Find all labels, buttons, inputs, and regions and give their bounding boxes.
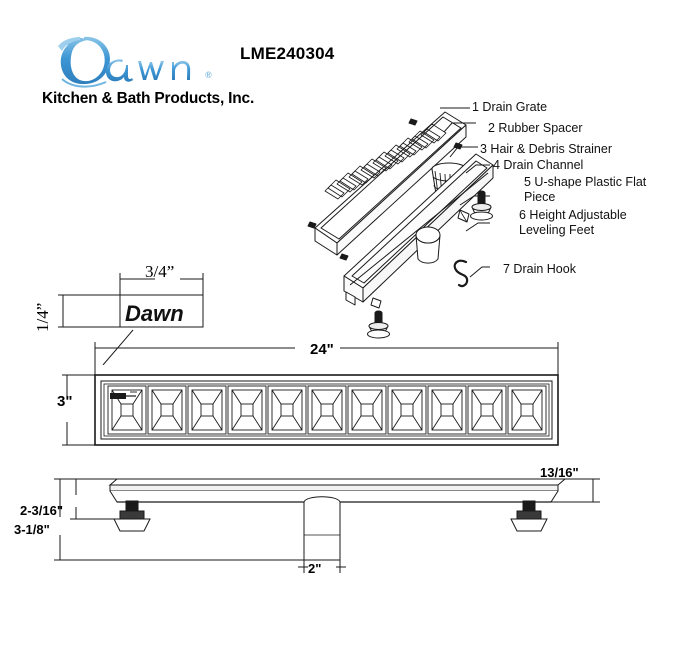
dimension-grate-thickness: 13/16" xyxy=(540,465,579,480)
dimension-overall-width: 3" xyxy=(57,393,73,410)
dimension-logo-height: 1/4” xyxy=(33,302,52,332)
iso-rubber-spacer xyxy=(307,118,463,261)
elevation-leveling-foot-right xyxy=(510,500,548,532)
engraving-detail-view: Dawn xyxy=(58,273,204,365)
iso-drain-hook xyxy=(453,259,469,288)
company-tagline: Kitchen & Bath Products, Inc. xyxy=(42,90,255,107)
elevation-leveling-foot-left xyxy=(113,500,151,532)
callout-label-7-drain-hook: 7 Drain Hook xyxy=(503,262,576,276)
callout-leader-lines xyxy=(440,107,490,278)
iso-leveling-foot-lower xyxy=(367,310,390,339)
callout-label-4-drain-channel: 4 Drain Channel xyxy=(493,158,584,172)
plan-view-drain-grate xyxy=(62,342,559,446)
dimension-overall-length: 24" xyxy=(310,341,334,358)
plan-view-logo-mark xyxy=(110,391,137,399)
registered-trademark-icon: ® xyxy=(205,70,212,80)
dimension-body-depth-total: 3-1/8" xyxy=(14,522,50,537)
dimension-outlet-diameter: 2" xyxy=(308,561,322,576)
callout-label-1-drain-grate: 1 Drain Grate xyxy=(472,100,548,114)
engraved-dawn-text: Dawn xyxy=(125,301,184,326)
iso-leveling-foot-upper xyxy=(470,190,493,221)
outlet-pipe xyxy=(303,496,341,561)
callout-label-2-rubber-spacer: 2 Rubber Spacer xyxy=(488,121,583,135)
exploded-isometric-view xyxy=(307,111,494,339)
dimension-logo-width: 3/4” xyxy=(145,262,175,281)
model-number: LME240304 xyxy=(240,44,335,63)
side-elevation-view xyxy=(54,478,600,573)
iso-drain-grate xyxy=(314,111,467,256)
dimension-body-depth-upper: 2-3/16" xyxy=(20,503,64,518)
iso-u-shape-plastic-piece xyxy=(457,209,470,223)
callout-label-5-u-shape-plastic: 5 U-shape Plastic Flat Piece xyxy=(524,175,647,204)
iso-u-shape-plastic-piece-lower xyxy=(370,297,382,309)
brand-logo: ® Kitchen & Bath Products, Inc. xyxy=(42,32,302,112)
callout-label-3-hair-strainer: 3 Hair & Debris Strainer xyxy=(480,142,612,156)
callout-label-6-leveling-feet: 6 Height Adjustable Leveling Feet xyxy=(519,208,627,237)
dawn-script-logo-icon xyxy=(58,36,191,88)
iso-drain-channel xyxy=(343,153,494,306)
